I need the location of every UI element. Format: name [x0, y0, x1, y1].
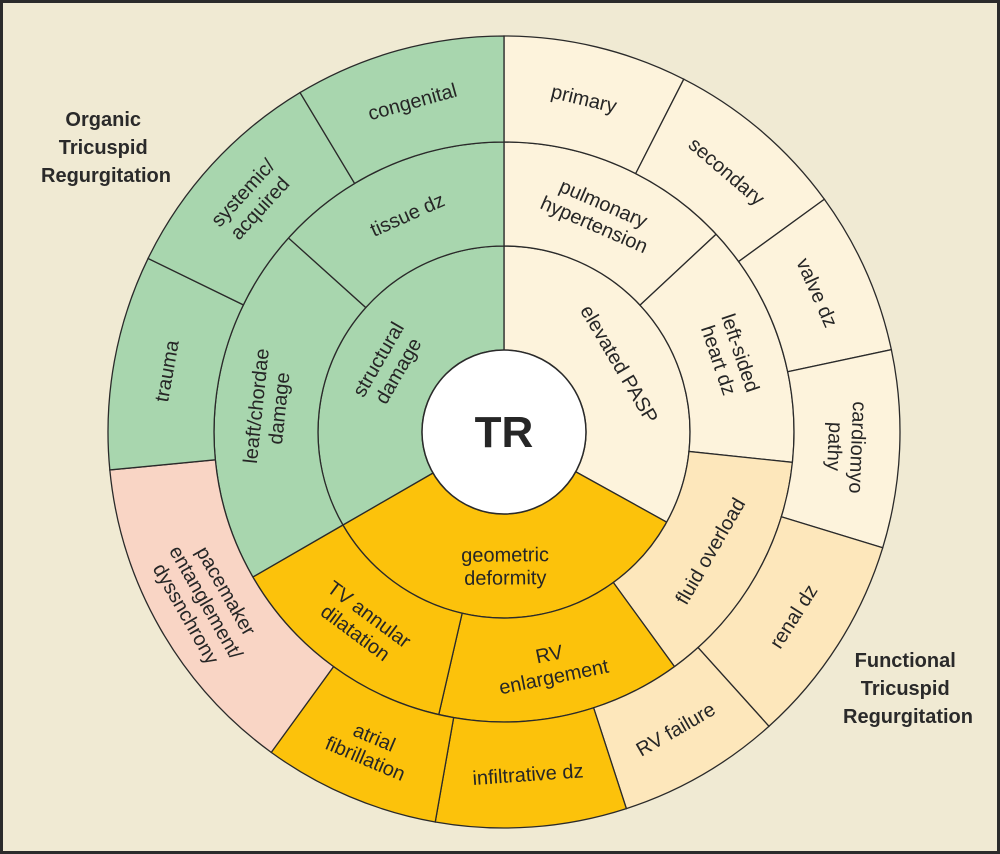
- segment-label-line: pathy: [822, 421, 846, 471]
- segment-label-line: deformity: [464, 567, 546, 590]
- group-line: Regurgitation: [41, 165, 171, 187]
- group-line: Regurgitation: [843, 706, 973, 728]
- segment-label-line: cardiomyo: [844, 401, 870, 494]
- group-label-functional: Functional Tricuspid Regurgitation: [843, 650, 973, 728]
- segment-label: left-sidedheart dz: [695, 311, 763, 402]
- segment-label-line: geometric: [461, 544, 549, 567]
- segment-label: leaft/chordaedamage: [240, 347, 297, 467]
- group-line: Functional: [855, 650, 956, 672]
- segments: [107, 35, 901, 829]
- segment-label-line: RV: [534, 641, 566, 668]
- group-line: Tricuspid: [861, 678, 950, 700]
- segment-label: cardiomyopathy: [821, 400, 870, 494]
- group-line: Tricuspid: [59, 137, 148, 159]
- group-label-organic: Organic Tricuspid Regurgitation: [41, 109, 171, 187]
- group-line: Organic: [65, 109, 141, 131]
- center-circle: [421, 349, 587, 515]
- center-label: TR: [475, 408, 534, 457]
- segment-congenital: [299, 35, 505, 185]
